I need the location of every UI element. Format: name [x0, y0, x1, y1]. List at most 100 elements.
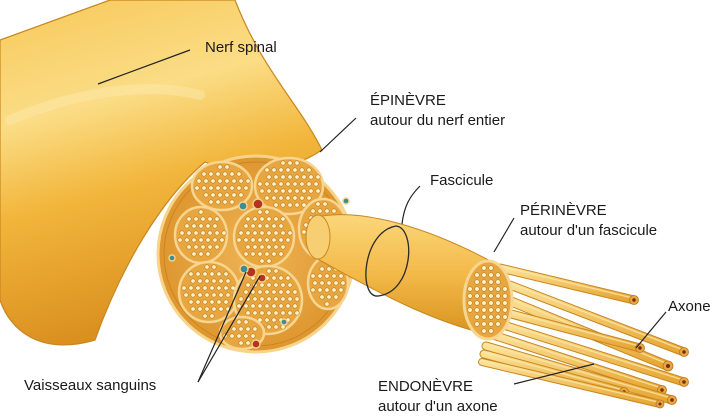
axon-dot	[271, 289, 277, 295]
axon-dot	[280, 160, 286, 166]
axon-dot	[211, 292, 217, 298]
axon-dot	[266, 324, 272, 330]
axon-dot	[223, 299, 229, 305]
axon-dot	[287, 296, 293, 302]
axon-dot	[198, 223, 204, 229]
fascicle-section	[190, 160, 254, 212]
axon-dot	[198, 209, 204, 215]
axon-dot	[203, 192, 209, 198]
axon-dot	[271, 303, 277, 309]
axon-dot	[188, 299, 194, 305]
axon-dot	[245, 282, 251, 288]
axon-dot	[319, 294, 325, 300]
axon-dot	[190, 292, 196, 298]
axon-dot	[266, 216, 272, 222]
axon-dot	[278, 167, 284, 173]
axon-dot	[245, 216, 251, 222]
axon-dot	[306, 195, 312, 201]
axon-dot	[208, 199, 214, 205]
axon-dot	[243, 303, 249, 309]
axon-dot	[310, 208, 316, 214]
axon-dot	[218, 306, 224, 312]
axon-dot	[238, 340, 244, 346]
leader-spinal-nerve	[97, 49, 191, 85]
axon-dot	[259, 216, 265, 222]
axon-dot	[216, 271, 222, 277]
axon-dot	[191, 223, 197, 229]
axon-dot	[313, 181, 319, 187]
axon-dot	[287, 174, 293, 180]
axon-dot	[243, 289, 249, 295]
label-fascicle: Fascicule	[430, 172, 494, 189]
axon-dot	[238, 230, 244, 236]
axon-dot	[252, 216, 258, 222]
axon-dot	[238, 178, 244, 184]
axon-dot	[195, 285, 201, 291]
axon-dot	[278, 181, 284, 187]
axon-dot	[200, 244, 206, 250]
axon-dot	[231, 192, 237, 198]
axon-dot	[252, 326, 258, 332]
axon-dot	[299, 195, 305, 201]
axon-dot	[209, 285, 215, 291]
axon-dot	[224, 178, 230, 184]
axon-dot	[252, 296, 258, 302]
axon-dot	[222, 199, 228, 205]
axon-dot	[317, 208, 323, 214]
axon-dot	[315, 188, 321, 194]
axon-fiber	[497, 277, 689, 357]
blood-vessel	[168, 254, 176, 262]
axon-dot	[278, 237, 284, 243]
axon-dot	[231, 326, 237, 332]
axon-dot	[257, 237, 263, 243]
axon-dot	[202, 313, 208, 319]
axon-dot	[202, 271, 208, 277]
axon-dot	[214, 216, 220, 222]
axon-dot	[333, 294, 339, 300]
axon-dot	[252, 310, 258, 316]
axon-dot	[271, 181, 277, 187]
axon-dot	[259, 258, 265, 264]
axon-dot	[208, 185, 214, 191]
fascicle-collar	[365, 225, 410, 297]
fascicle-section	[177, 260, 241, 324]
axon-dot	[294, 174, 300, 180]
axon-dot	[225, 292, 231, 298]
axon-dot	[243, 223, 249, 229]
axon-dot	[195, 299, 201, 305]
axon-dot	[287, 310, 293, 316]
axon-dot	[211, 264, 217, 270]
axon-dot	[201, 171, 207, 177]
axon-dot	[326, 266, 332, 272]
label-endoneurium-title: ENDONÈVRE	[378, 378, 474, 395]
axon-dot	[223, 285, 229, 291]
axon-dot	[292, 167, 298, 173]
axon-dot	[216, 299, 222, 305]
axon-dot	[259, 188, 265, 194]
axon-dot	[278, 251, 284, 257]
axon-dot	[186, 244, 192, 250]
leader-endoneurium	[513, 363, 595, 385]
axon-dot	[280, 244, 286, 250]
axon-dot	[245, 310, 251, 316]
axon-dot	[229, 199, 235, 205]
axon-dot	[191, 251, 197, 257]
axon-dot	[271, 275, 277, 281]
axon-dot	[266, 244, 272, 250]
axon-dot	[236, 319, 242, 325]
axon-dot	[266, 258, 272, 264]
axon-dot	[287, 188, 293, 194]
axon-dot	[273, 202, 279, 208]
blood-vessels	[168, 197, 350, 349]
axon-dot	[243, 319, 249, 325]
axon-dot	[292, 303, 298, 309]
axon-dot	[243, 333, 249, 339]
axon-dot	[215, 199, 221, 205]
blood-vessel	[342, 197, 350, 205]
axon-dot	[287, 282, 293, 288]
axon-dot	[285, 303, 291, 309]
axon-dot	[197, 278, 203, 284]
axon-dot	[324, 208, 330, 214]
blood-vessel	[252, 198, 264, 210]
